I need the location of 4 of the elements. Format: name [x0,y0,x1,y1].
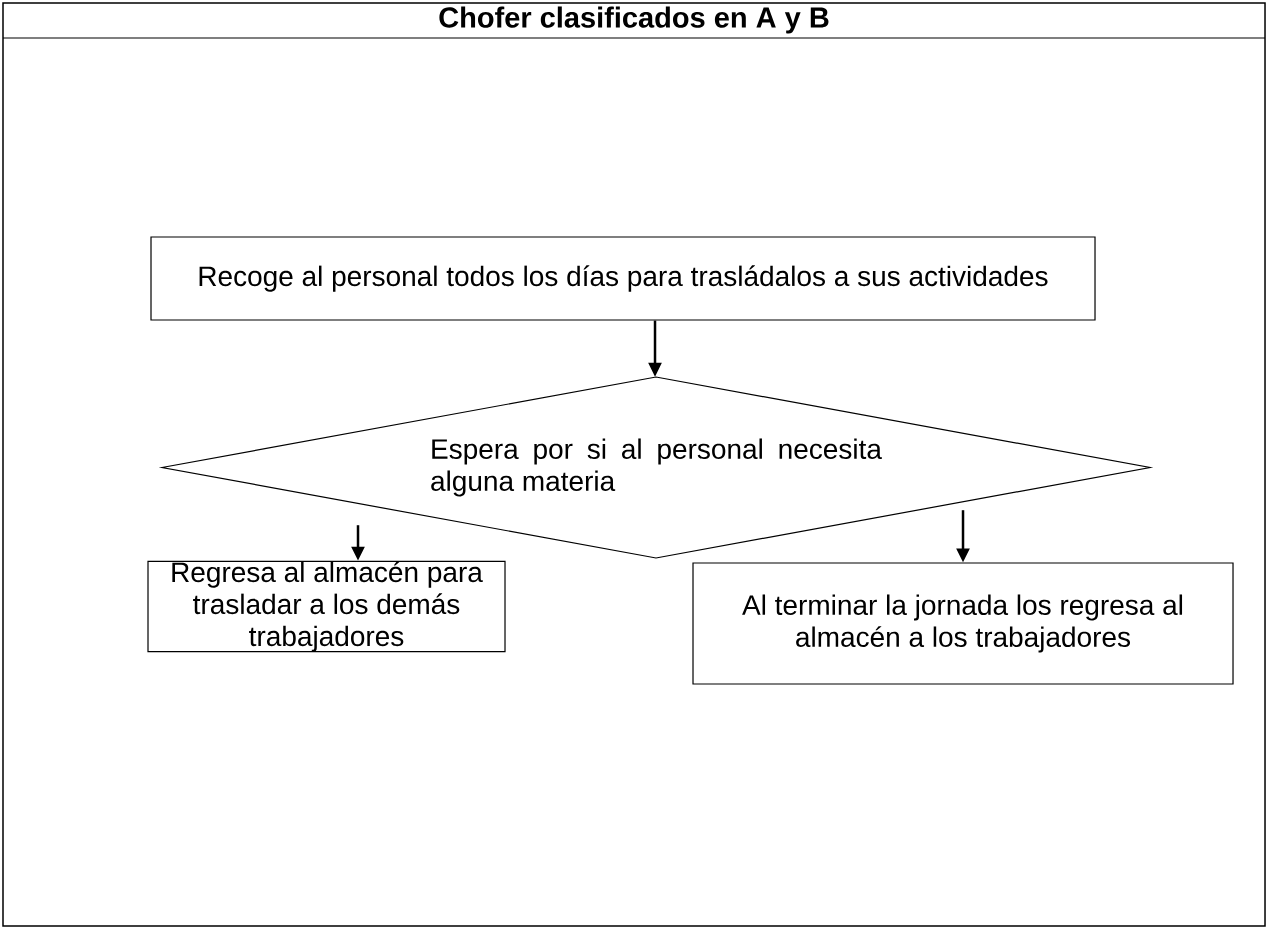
process-box: Recoge al personal todos los días para trasládalos a sus actividades [150,236,1096,321]
process-box: Al terminar la jornada los regresa al almacén a los trabajadores [692,562,1234,685]
title: Chofer clasificados en A y B [439,6,829,34]
process-box: Regresa al almacén para trasladar a los demás trabajadores [147,560,506,653]
